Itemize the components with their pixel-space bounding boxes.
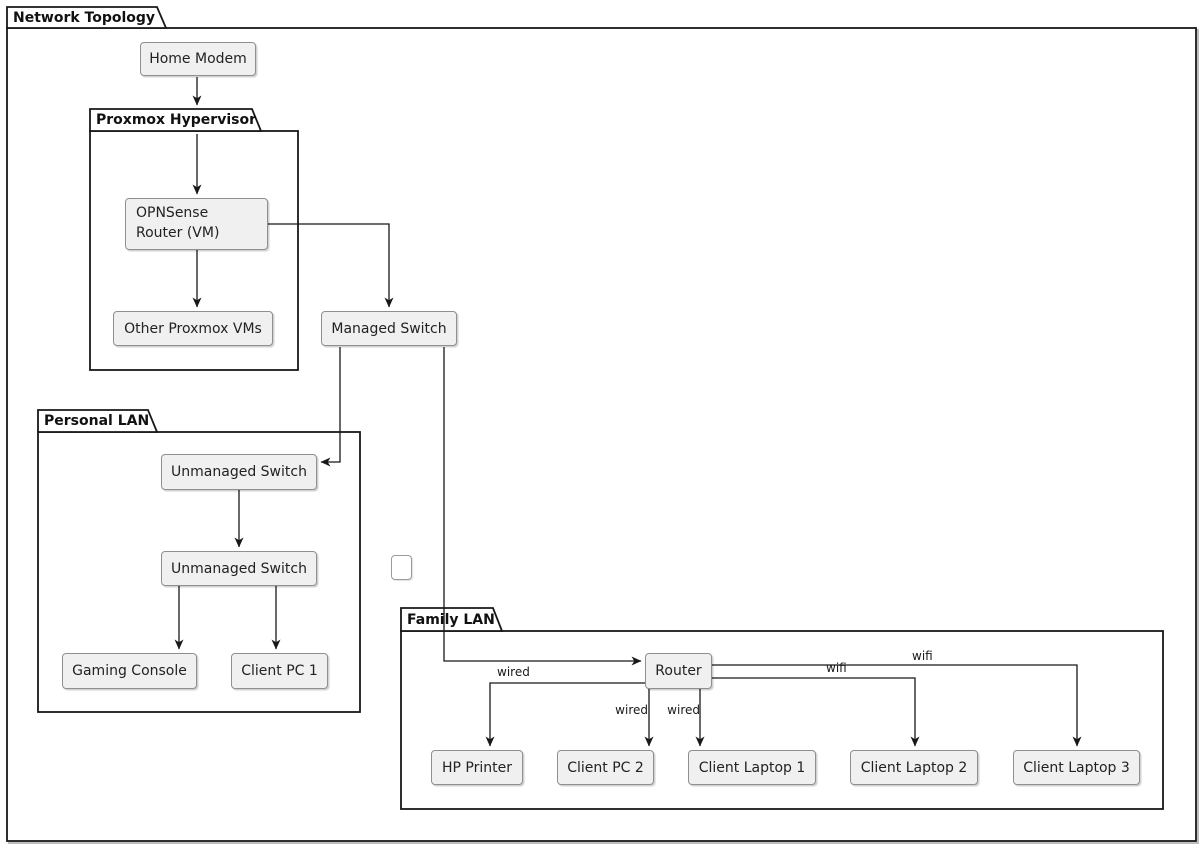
- node-other-proxmox-vms: Other Proxmox VMs: [113, 311, 273, 346]
- node-client-laptop-2: Client Laptop 2: [850, 750, 978, 785]
- node-opnsense-router-vm: OPNSense Router (VM): [125, 198, 268, 250]
- node-managed-switch: Managed Switch: [321, 311, 457, 346]
- edge-label-wifi-client-laptop-2: wifi: [826, 661, 847, 675]
- frame-network-topology-tab: [6, 6, 168, 29]
- frame-title-family-lan: Family LAN: [407, 611, 495, 628]
- edge-opnsense-to-managedswitch: [268, 223, 394, 308]
- frame-family-lan-tab: [400, 607, 504, 632]
- frame-proxmox-hypervisor-tab: [89, 108, 263, 132]
- edge-router-to-hpprinter: [485, 682, 645, 747]
- edge-label-wifi-client-laptop-3: wifi: [912, 649, 933, 663]
- node-home-modem: Home Modem: [140, 42, 256, 76]
- edge-managedswitch-to-unmanaged1: [320, 347, 341, 467]
- frame-personal-lan-tab: [37, 409, 159, 433]
- edge-label-wired-client-pc-2: wired: [615, 703, 648, 717]
- edge-router-to-clientlaptop2: [712, 677, 920, 747]
- node-client-laptop-1: Client Laptop 1: [688, 750, 816, 785]
- node-hp-printer: HP Printer: [431, 750, 523, 785]
- node-router: Router: [645, 653, 712, 689]
- node-unmanaged-switch-2: Unmanaged Switch: [161, 551, 317, 586]
- node-client-pc-2: Client PC 2: [557, 750, 654, 785]
- edge-label-wired-client-laptop-1: wired: [667, 703, 700, 717]
- node-client-laptop-3: Client Laptop 3: [1013, 750, 1140, 785]
- frame-title-network-topology: Network Topology: [13, 9, 156, 26]
- edge-managedswitch-to-router: [443, 347, 642, 666]
- frame-title-proxmox-hypervisor: Proxmox Hypervisor: [96, 112, 256, 128]
- node-client-pc-1: Client PC 1: [231, 653, 328, 689]
- frame-title-personal-lan: Personal LAN: [44, 413, 150, 429]
- edge-router-to-clientlaptop3: [712, 664, 1082, 747]
- node-empty: [391, 555, 412, 580]
- edge-label-wired-hp-printer: wired: [497, 665, 530, 679]
- node-unmanaged-switch-1: Unmanaged Switch: [161, 454, 317, 490]
- edges: [174, 77, 1082, 747]
- node-gaming-console: Gaming Console: [62, 653, 197, 689]
